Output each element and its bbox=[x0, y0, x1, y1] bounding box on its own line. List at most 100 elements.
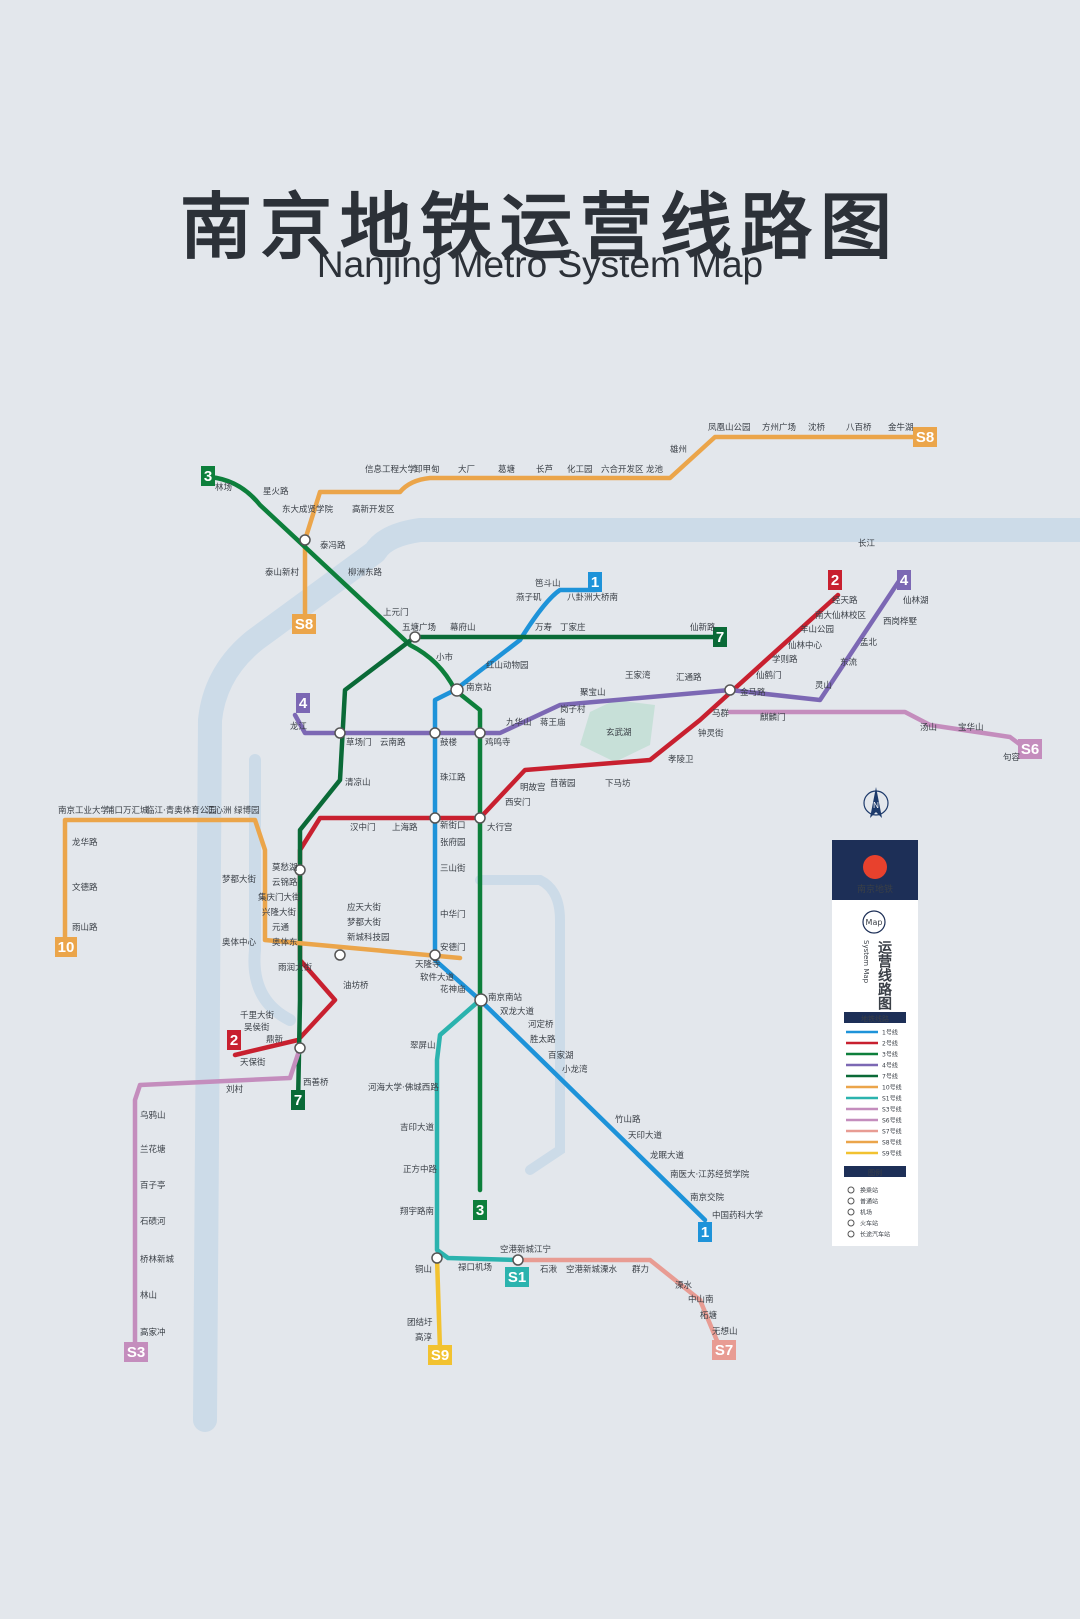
badge-line-3-north[interactable]: 3 bbox=[201, 466, 215, 486]
station-label[interactable]: 南医大·江苏经贸学院 bbox=[670, 1169, 750, 1180]
station-label[interactable]: 鸡鸣寺 bbox=[485, 737, 511, 748]
station-label[interactable]: 千里大街 bbox=[240, 1010, 275, 1021]
station-label[interactable]: 下马坊 bbox=[605, 778, 631, 789]
station-label[interactable]: 雨润大街 bbox=[278, 962, 313, 973]
station-label[interactable]: 江心洲 bbox=[206, 806, 232, 816]
station-label[interactable]: 高新开发区 bbox=[352, 504, 395, 515]
station-label[interactable]: 天隆寺 bbox=[415, 959, 441, 970]
station-label[interactable]: 张府园 bbox=[440, 837, 466, 848]
transfer-node[interactable] bbox=[429, 949, 441, 961]
station-label[interactable]: 大厂 bbox=[458, 464, 475, 475]
station-label[interactable]: 云锦路 bbox=[272, 877, 298, 888]
station-label[interactable]: 龙眠大道 bbox=[650, 1150, 685, 1161]
station-label[interactable]: 胜太路 bbox=[530, 1034, 556, 1045]
station-label[interactable]: 奥体中心 bbox=[222, 937, 257, 948]
badge-line-4-west[interactable]: 4 bbox=[296, 693, 310, 713]
badge-line-7-east[interactable]: 7 bbox=[713, 627, 727, 647]
station-label[interactable]: 上元门 bbox=[383, 607, 409, 618]
station-label[interactable]: 南京站 bbox=[466, 682, 492, 693]
station-label[interactable]: 莫愁湖 bbox=[272, 862, 298, 873]
station-label[interactable]: 南京工业大学 bbox=[58, 805, 110, 816]
station-label[interactable]: 南大仙林校区 bbox=[815, 610, 867, 621]
badge-line-s3[interactable]: S3 bbox=[124, 1342, 148, 1362]
station-label[interactable]: 汤山 bbox=[920, 722, 937, 733]
station-label[interactable]: 羊山公园 bbox=[800, 624, 834, 635]
station-label[interactable]: 竹山路 bbox=[615, 1114, 641, 1125]
station-label[interactable]: 仙林湖 bbox=[903, 595, 929, 606]
station-label[interactable]: 安德门 bbox=[440, 942, 466, 953]
station-label[interactable]: 钟灵街 bbox=[698, 728, 724, 739]
station-label[interactable]: 无想山 bbox=[712, 1326, 738, 1337]
station-label[interactable]: 石湫 bbox=[540, 1264, 558, 1275]
badge-line-1-north[interactable]: 1 bbox=[588, 572, 602, 592]
transfer-node[interactable] bbox=[431, 1252, 443, 1264]
station-label[interactable]: 南京交院 bbox=[690, 1192, 725, 1203]
station-label[interactable]: 浦口万汇城 bbox=[106, 805, 149, 816]
station-label[interactable]: 百家湖 bbox=[548, 1050, 574, 1061]
station-label[interactable]: 泰冯路 bbox=[320, 540, 346, 551]
station-label[interactable]: 东大成贤学院 bbox=[282, 504, 334, 515]
transfer-node[interactable] bbox=[429, 812, 441, 824]
station-label[interactable]: 绿博园 bbox=[234, 805, 260, 816]
station-label[interactable]: 高淳 bbox=[415, 1332, 433, 1343]
badge-line-4-east[interactable]: 4 bbox=[897, 570, 911, 590]
station-label[interactable]: 云南路 bbox=[380, 737, 406, 748]
badge-line-s8-east[interactable]: S8 bbox=[913, 427, 937, 447]
station-label[interactable]: 乌鸦山 bbox=[140, 1110, 166, 1121]
station-label[interactable]: 奥体东 bbox=[272, 937, 298, 948]
station-label[interactable]: 油坊桥 bbox=[343, 980, 369, 991]
station-label[interactable]: 雨山路 bbox=[72, 922, 98, 933]
station-label[interactable]: 九华山 bbox=[506, 717, 532, 728]
station-label[interactable]: 星火路 bbox=[263, 486, 289, 497]
station-label[interactable]: 兴隆大街 bbox=[262, 907, 297, 918]
station-label[interactable]: 凤凰山公园 bbox=[708, 422, 751, 433]
station-label[interactable]: 兰花塘 bbox=[140, 1144, 166, 1155]
station-label[interactable]: 句容 bbox=[1003, 752, 1021, 763]
station-label[interactable]: 八百桥 bbox=[846, 422, 872, 433]
station-label[interactable]: 元通 bbox=[272, 922, 290, 933]
station-label[interactable]: 铜山 bbox=[415, 1264, 432, 1275]
station-label[interactable]: 沈桥 bbox=[808, 422, 826, 433]
station-label[interactable]: 东流 bbox=[840, 657, 858, 668]
station-label[interactable]: 西安门 bbox=[505, 797, 531, 808]
station-label[interactable]: 孟北 bbox=[860, 637, 878, 648]
station-label[interactable]: 岗子村 bbox=[560, 704, 586, 715]
station-label[interactable]: 龙江 bbox=[290, 721, 308, 732]
station-label[interactable]: 吴侯街 bbox=[244, 1022, 270, 1033]
station-label[interactable]: 龙池 bbox=[646, 464, 664, 475]
station-label[interactable]: 燕子矶 bbox=[516, 592, 542, 603]
badge-line-10[interactable]: 10 bbox=[55, 937, 77, 957]
station-label[interactable]: 化工园 bbox=[567, 464, 593, 475]
badge-line-3-south[interactable]: 3 bbox=[473, 1200, 487, 1220]
station-label[interactable]: 王家湾 bbox=[625, 670, 651, 681]
station-label[interactable]: 麒麟门 bbox=[760, 712, 786, 723]
transfer-node[interactable] bbox=[334, 949, 346, 961]
transfer-node[interactable] bbox=[450, 683, 464, 697]
station-label[interactable]: 泰山新村 bbox=[265, 567, 300, 578]
station-label[interactable]: 学则路 bbox=[772, 654, 798, 665]
station-label[interactable]: 溧水 bbox=[675, 1280, 693, 1291]
station-label[interactable]: 文德路 bbox=[72, 882, 98, 893]
station-label[interactable]: 孝陵卫 bbox=[668, 755, 694, 765]
station-label[interactable]: 群力 bbox=[632, 1264, 649, 1275]
badge-line-2-east[interactable]: 2 bbox=[828, 570, 842, 590]
station-label[interactable]: 西岗桦墅 bbox=[883, 616, 918, 627]
station-label[interactable]: 信息工程大学 bbox=[365, 464, 417, 475]
station-label[interactable]: 禄口机场 bbox=[458, 1262, 492, 1273]
station-label[interactable]: 红山动物园 bbox=[486, 660, 529, 671]
station-label[interactable]: 幕府山 bbox=[450, 622, 476, 633]
badge-line-s8-west[interactable]: S8 bbox=[292, 614, 316, 634]
station-label[interactable]: 仙新路 bbox=[690, 622, 716, 633]
station-label[interactable]: 小龙湾 bbox=[562, 1064, 588, 1075]
station-label[interactable]: 空港新城溧水 bbox=[566, 1264, 618, 1275]
station-label[interactable]: 团结圩 bbox=[407, 1317, 433, 1328]
station-label[interactable]: 高家冲 bbox=[140, 1327, 166, 1338]
station-label[interactable]: 葛塘 bbox=[498, 464, 516, 475]
badge-line-s9[interactable]: S9 bbox=[428, 1345, 452, 1365]
station-label[interactable]: 汉中门 bbox=[350, 822, 376, 833]
station-label[interactable]: 软件大道 bbox=[420, 972, 455, 983]
station-label[interactable]: 三山街 bbox=[440, 863, 466, 874]
station-label[interactable]: 集庆门大街 bbox=[258, 892, 301, 903]
station-label[interactable]: 八卦洲大桥南 bbox=[567, 592, 618, 603]
transfer-node[interactable] bbox=[474, 812, 486, 824]
